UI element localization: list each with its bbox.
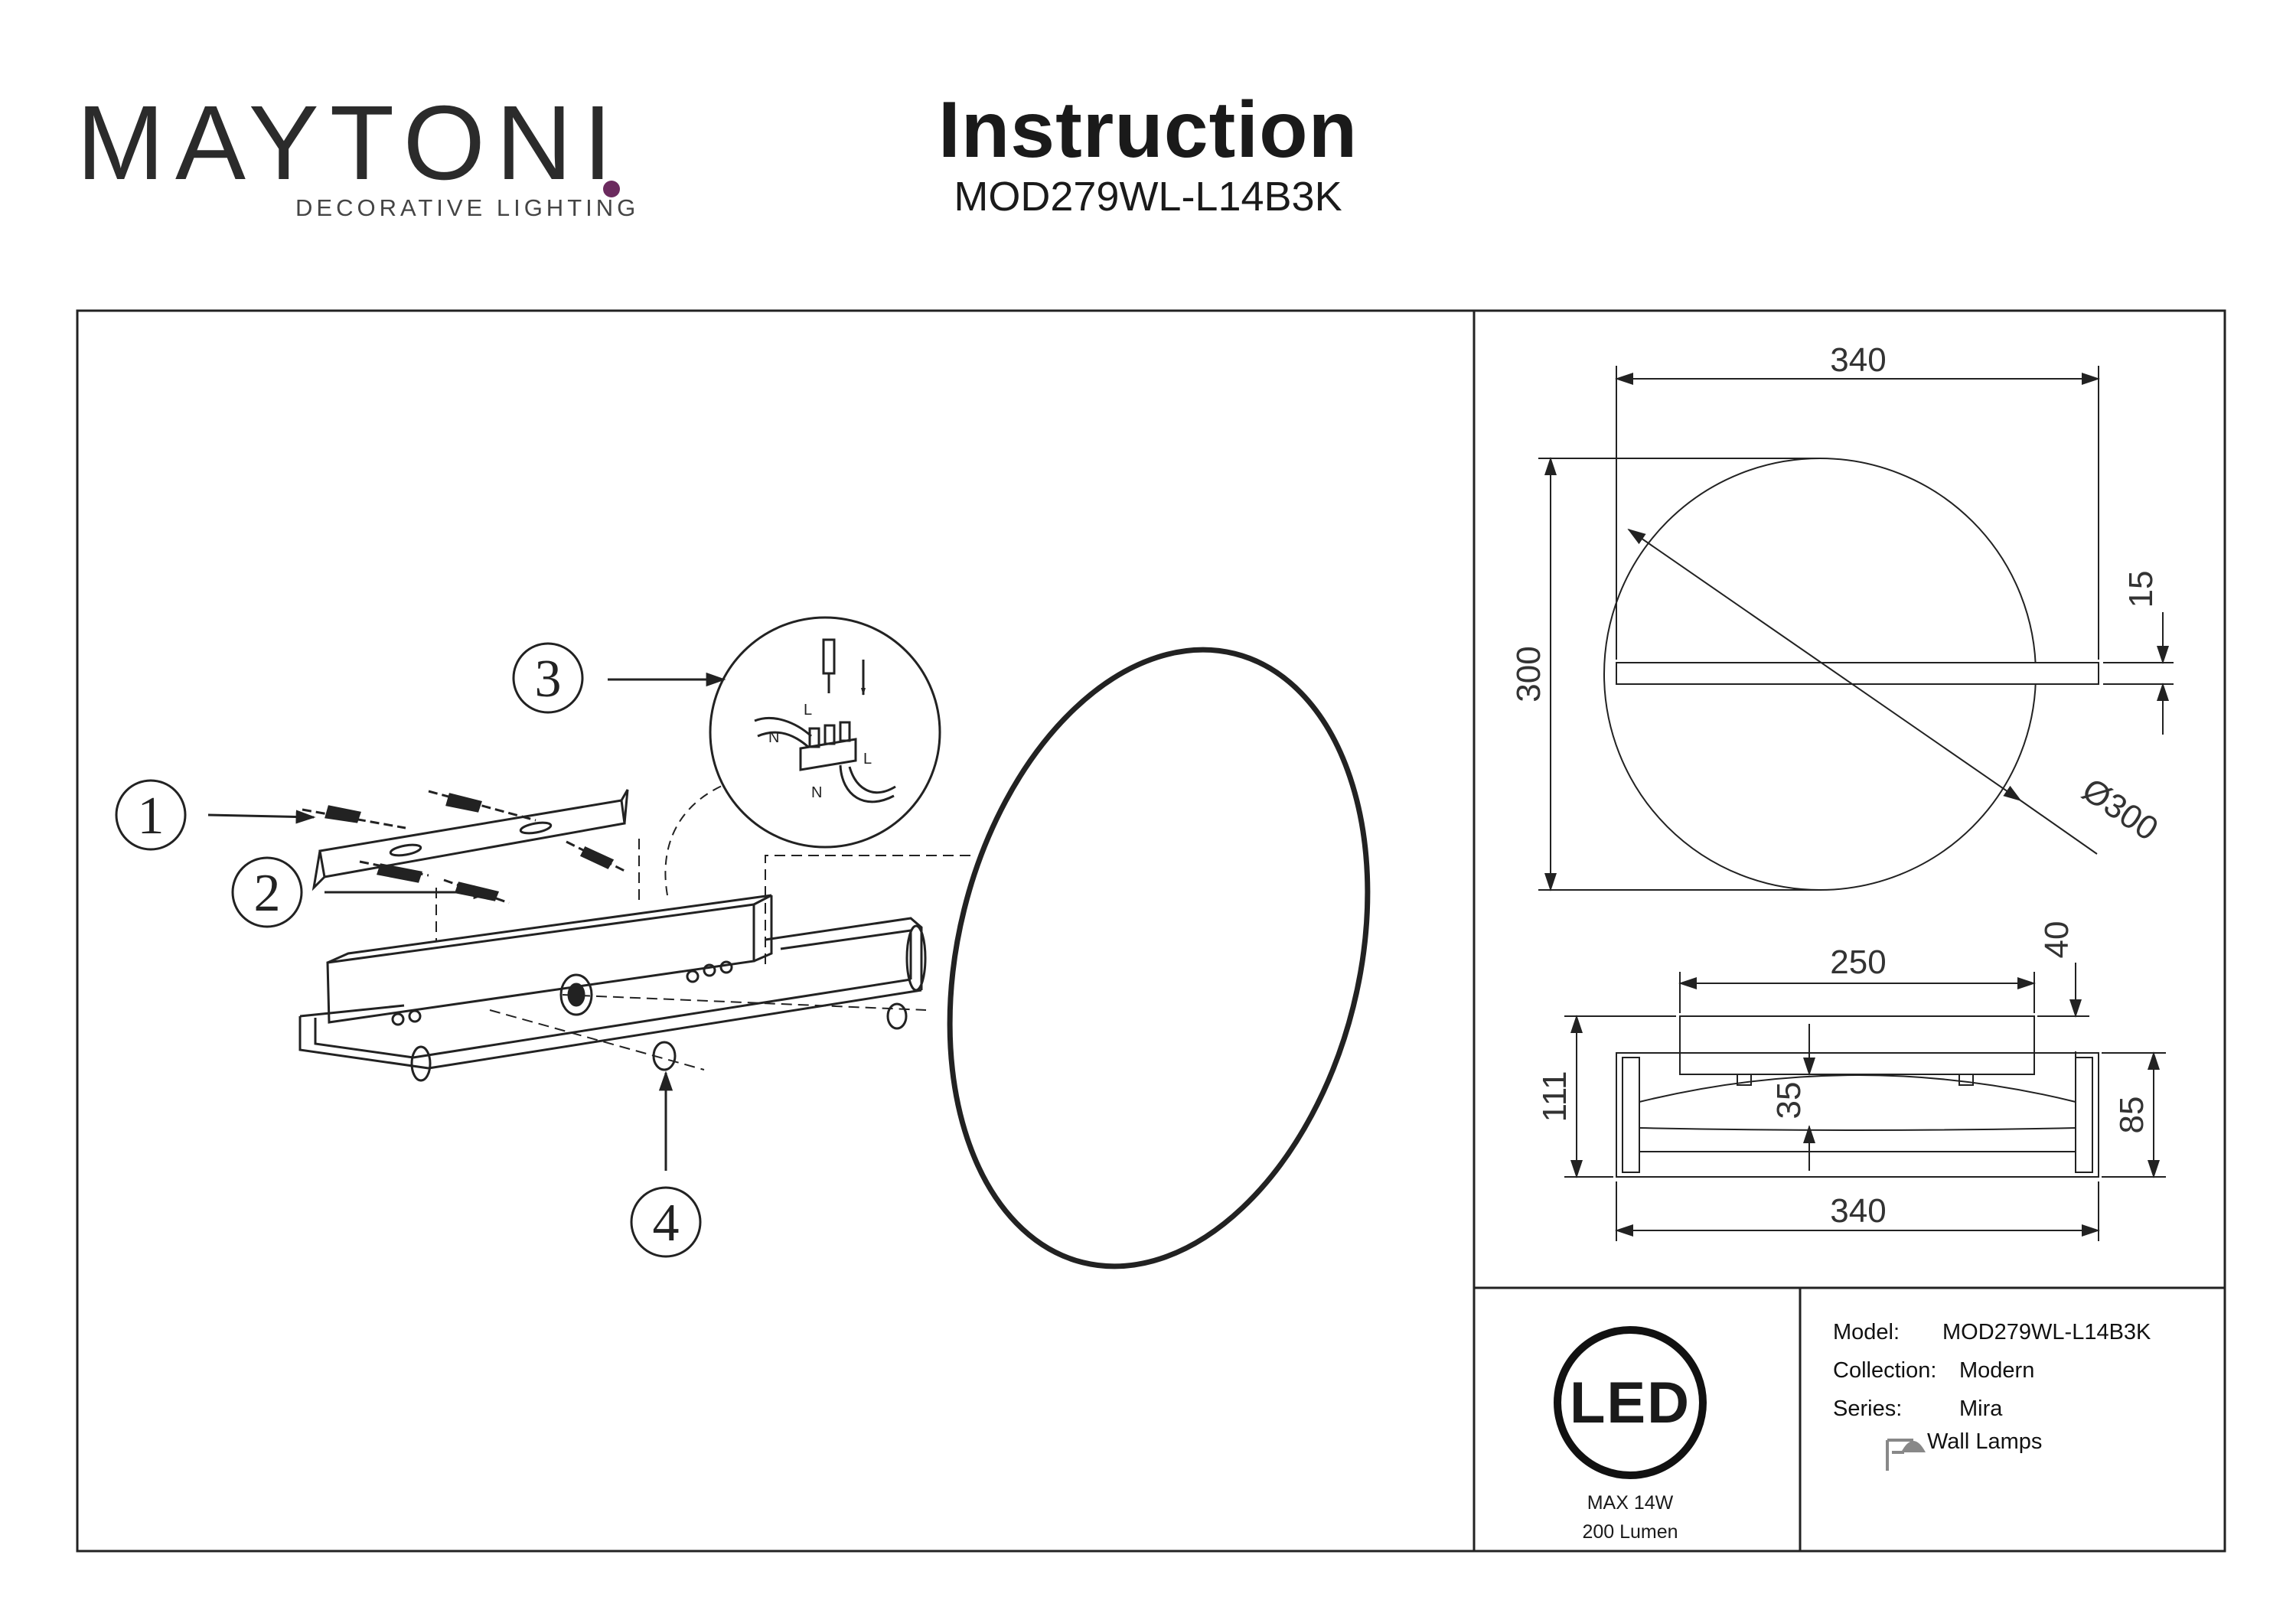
category-label: Wall Lamps xyxy=(1927,1429,2042,1454)
spec-table: Model: MOD279WL-L14B3K Collection: Moder… xyxy=(1833,1320,2151,1454)
dim-frame-depth: 85 xyxy=(2113,1097,2151,1134)
step-callouts xyxy=(115,642,726,1258)
brand-accent-dot xyxy=(603,181,620,197)
diffuser-disc xyxy=(947,647,1371,1269)
step-1-label: 1 xyxy=(138,787,165,846)
dim-total-depth: 111 xyxy=(1536,1071,1574,1123)
led-badge-label: LED xyxy=(1570,1370,1691,1436)
dim-side-width: 340 xyxy=(1830,1192,1886,1230)
neutral-label-out: N xyxy=(811,784,822,801)
dim-diameter: Ø300 xyxy=(2076,771,2165,849)
dim-bar-thickness: 15 xyxy=(2122,571,2160,608)
sheet-frame xyxy=(76,309,2226,1553)
dim-front-height: 300 xyxy=(1510,646,1548,702)
dim-front-width: 340 xyxy=(1830,341,1886,379)
lamp-body xyxy=(326,894,773,1026)
dim-diffuser-depth: 35 xyxy=(1770,1082,1808,1119)
alignment-guides xyxy=(435,839,976,1071)
step-2-label: 2 xyxy=(254,864,281,923)
page-title: Instruction xyxy=(938,86,1358,174)
spec-value-series: Mira xyxy=(1959,1396,2003,1421)
neutral-label-in: N xyxy=(768,729,779,746)
brand-logo: MAYTONI DECORATIVE LIGHTING xyxy=(77,90,635,243)
luminous-flux: 200 Lumen xyxy=(1582,1521,1678,1543)
step-4-label: 4 xyxy=(653,1194,680,1253)
front-view xyxy=(1538,366,2174,891)
lamp-frame xyxy=(298,917,927,1082)
led-badge-icon: LED xyxy=(1554,1326,1707,1479)
spec-label-series: Series: xyxy=(1833,1396,1902,1421)
spec-value-collection: Modern xyxy=(1959,1358,2034,1383)
spec-value-model: MOD279WL-L14B3K xyxy=(1942,1320,2151,1344)
dim-base-width: 250 xyxy=(1830,943,1886,981)
spec-label-collection: Collection: xyxy=(1833,1358,1936,1383)
live-label-out: L xyxy=(863,751,872,768)
step-3-label: 3 xyxy=(535,650,562,709)
assembly-diagram: N L N L 1 2 3 4 xyxy=(115,616,1371,1269)
spec-label-model: Model: xyxy=(1833,1320,1900,1344)
brand-name: MAYTONI xyxy=(77,84,623,202)
side-view xyxy=(1564,963,2166,1241)
mounting-bracket xyxy=(311,789,629,891)
power-rating: MAX 14W xyxy=(1587,1492,1674,1514)
brand-tagline: DECORATIVE LIGHTING xyxy=(295,194,640,221)
wiring-detail: N L N L xyxy=(709,616,941,849)
wall-lamp-icon xyxy=(1886,1439,1926,1471)
dim-base-depth: 40 xyxy=(2038,921,2076,959)
live-label-in: L xyxy=(804,702,812,719)
model-code: MOD279WL-L14B3K xyxy=(954,174,1342,220)
